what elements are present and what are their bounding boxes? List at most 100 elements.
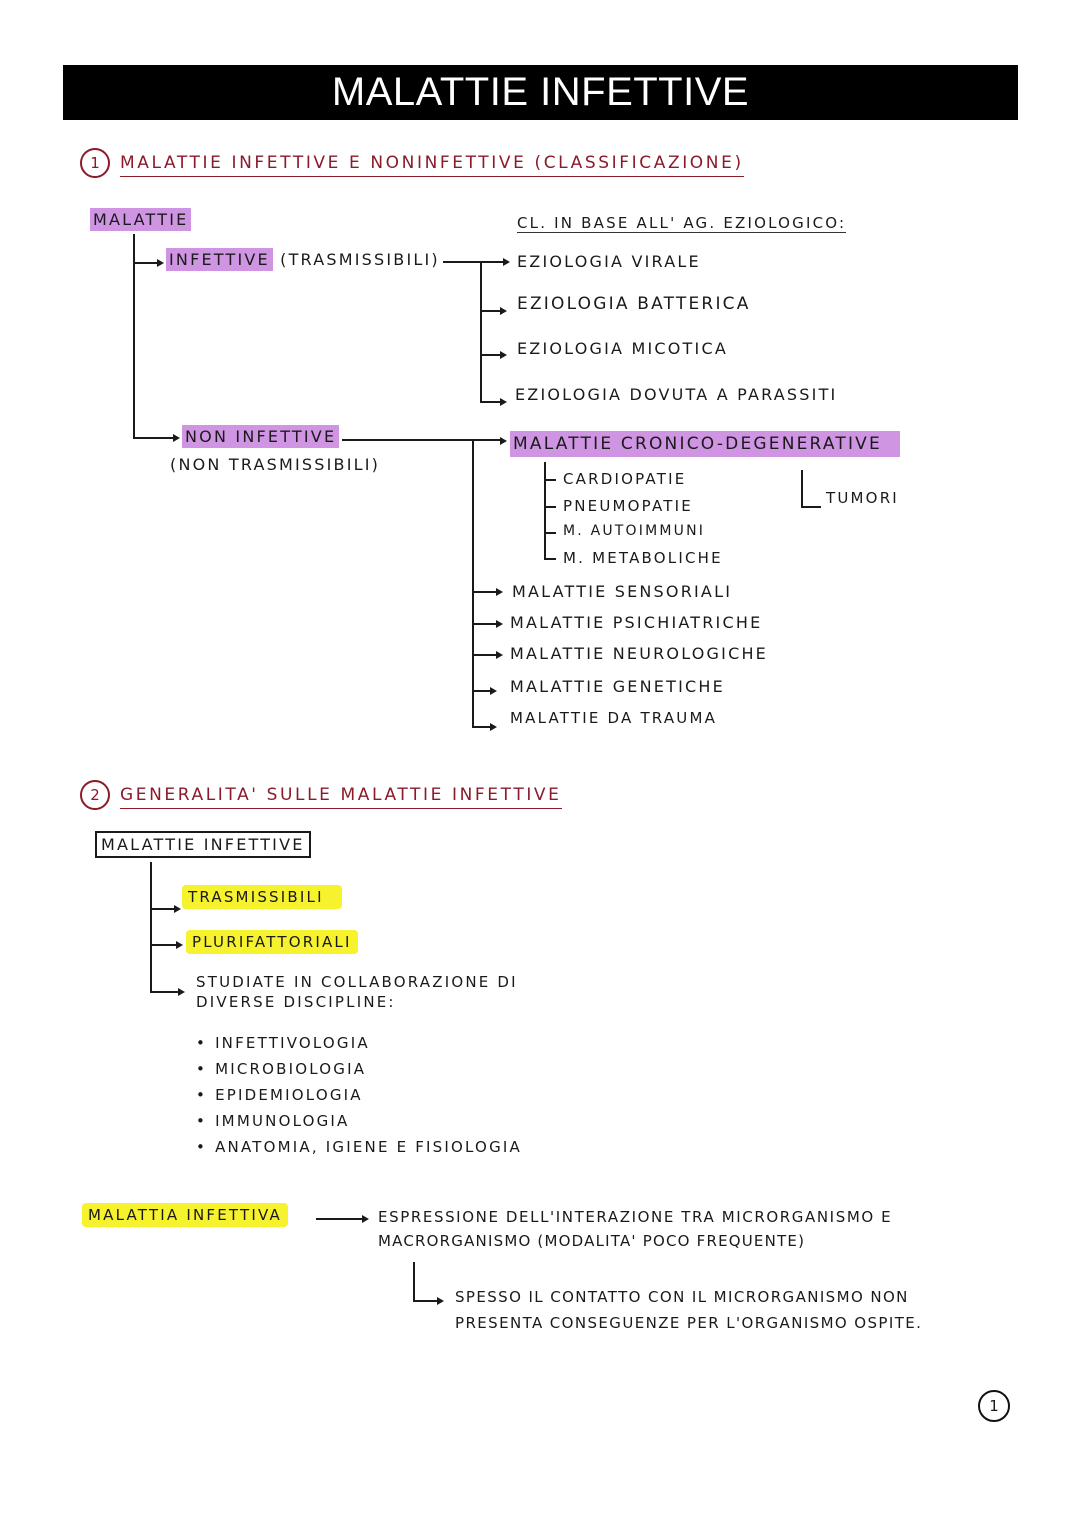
cronico-subitem: CARDIOPATIE xyxy=(563,470,687,488)
arrow-icon xyxy=(500,437,507,445)
root-label: MALATTIE xyxy=(90,208,192,231)
plurifattoriali-label: PLURIFATTORIALI xyxy=(186,930,358,954)
discipline-item: ANATOMIA, IGIENE E FISIOLOGIA xyxy=(196,1134,522,1160)
tree-connector xyxy=(544,462,546,560)
tree-connector xyxy=(150,908,174,910)
non-infettive-label: NON INFETTIVE xyxy=(182,425,340,448)
infettive-node: INFETTIVE (TRASMISSIBILI) xyxy=(166,248,440,271)
non-infettive-item: MALATTIE NEUROLOGICHE xyxy=(510,644,768,663)
arrow-icon xyxy=(496,651,503,659)
section2-heading-text: GENERALITA' SULLE MALATTIE INFETTIVE xyxy=(120,785,562,809)
root-node: MALATTIE xyxy=(90,208,192,231)
arrow-icon xyxy=(437,1297,444,1305)
page-title: MALATTIE INFETTIVE xyxy=(331,70,750,114)
cronico-subitem: PNEUMOPATIE xyxy=(563,497,693,515)
discipline-item: EPIDEMIOLOGIA xyxy=(196,1082,522,1108)
branch-trasmissibili: TRASMISSIBILI xyxy=(182,885,342,909)
non-infettive-note: (NON TRASMISSIBILI) xyxy=(170,455,381,474)
arrow-icon xyxy=(490,723,497,731)
cronico-subitem: M. AUTOIMMUNI xyxy=(563,523,706,539)
tree-connector xyxy=(472,440,474,728)
term-label: MALATTIA INFETTIVA xyxy=(82,1203,288,1227)
section1-heading-text: MALATTIE INFETTIVE E NONINFETTIVE (CLASS… xyxy=(120,153,744,177)
arrow-icon xyxy=(157,259,164,267)
tree-connector xyxy=(480,262,482,402)
definition-note-line2: PRESENTA CONSEGUENZE PER L'ORGANISMO OSP… xyxy=(455,1314,923,1332)
cronico-subitem: M. METABOLICHE xyxy=(563,549,723,567)
eziologia-item: EZIOLOGIA DOVUTA A PARASSITI xyxy=(515,385,838,404)
section2-heading: 2 GENERALITA' SULLE MALATTIE INFETTIVE xyxy=(80,780,562,810)
tree-connector xyxy=(544,479,556,481)
arrow-icon xyxy=(178,988,185,996)
page-number: 1 xyxy=(989,1397,999,1415)
tree-connector xyxy=(413,1262,415,1302)
tree-connector xyxy=(472,623,498,625)
definition-term: MALATTIA INFETTIVA xyxy=(82,1203,288,1227)
tree-connector xyxy=(544,506,556,508)
arrow-icon xyxy=(173,434,180,442)
definition-line2: MACRORGANISMO (MODALITA' POCO FREQUENTE) xyxy=(378,1232,806,1250)
non-infettive-item: MALATTIE DA TRAUMA xyxy=(510,709,718,727)
tree-connector xyxy=(342,439,500,441)
tree-connector xyxy=(133,234,135,438)
section-number-badge: 1 xyxy=(80,148,110,178)
tree-connector xyxy=(472,726,492,728)
studiate-line2: DIVERSE DISCIPLINE: xyxy=(196,993,396,1011)
tumori-item: TUMORI xyxy=(826,489,899,507)
infettive-note: (TRASMISSIBILI) xyxy=(280,250,440,269)
discipline-item: INFETTIVOLOGIA xyxy=(196,1030,522,1056)
cronico-label: MALATTIE CRONICO-DEGENERATIVE xyxy=(510,431,900,457)
studiate-line1: STUDIATE IN COLLABORAZIONE DI xyxy=(196,973,518,991)
tree-connector xyxy=(133,262,157,264)
malattie-infettive-box: MALATTIE INFETTIVE xyxy=(95,831,311,858)
tree-connector xyxy=(443,261,503,263)
arrow-icon xyxy=(176,941,183,949)
arrow-icon xyxy=(500,351,507,359)
eziologia-item: EZIOLOGIA VIRALE xyxy=(517,252,701,271)
eziologia-item: EZIOLOGIA BATTERICA xyxy=(517,294,751,314)
arrow-icon xyxy=(490,687,497,695)
non-infettive-item: MALATTIE SENSORIALI xyxy=(512,582,733,601)
arrow-icon xyxy=(496,620,503,628)
tree-connector xyxy=(472,591,498,593)
tree-connector xyxy=(480,310,500,312)
box-label: MALATTIE INFETTIVE xyxy=(95,831,311,858)
arrow-icon xyxy=(496,588,503,596)
classification-heading: CL. IN BASE ALL' AG. EZIOLOGICO: xyxy=(517,214,847,233)
infettive-label: INFETTIVE xyxy=(166,248,273,271)
tree-connector xyxy=(413,1300,437,1302)
tree-connector xyxy=(480,354,500,356)
tree-connector xyxy=(544,532,556,534)
eziologia-item: EZIOLOGIA MICOTICA xyxy=(517,339,728,358)
discipline-item: MICROBIOLOGIA xyxy=(196,1056,522,1082)
tree-connector xyxy=(316,1218,362,1220)
tree-connector xyxy=(133,437,173,439)
branch-plurifattoriali: PLURIFATTORIALI xyxy=(186,930,358,954)
definition-note-line1: SPESSO IL CONTATTO CON IL MICRORGANISMO … xyxy=(455,1288,909,1306)
tree-connector xyxy=(480,401,500,403)
arrow-icon xyxy=(500,398,507,406)
non-infettive-item: MALATTIE GENETICHE xyxy=(510,677,725,696)
arrow-icon xyxy=(500,307,507,315)
definition-line1: ESPRESSIONE DELL'INTERAZIONE TRA MICRORG… xyxy=(378,1208,893,1226)
tree-connector xyxy=(472,654,498,656)
tree-connector xyxy=(801,506,821,508)
tree-connector xyxy=(544,558,556,560)
discipline-item: IMMUNOLOGIA xyxy=(196,1108,522,1134)
trasmissibili-label: TRASMISSIBILI xyxy=(182,885,342,909)
tree-connector xyxy=(801,470,803,508)
tree-connector xyxy=(150,862,152,992)
page-title-bar: MALATTIE INFETTIVE xyxy=(63,65,1018,120)
section-number-badge: 2 xyxy=(80,780,110,810)
disciplines-list: INFETTIVOLOGIA MICROBIOLOGIA EPIDEMIOLOG… xyxy=(196,1030,522,1160)
arrow-icon xyxy=(174,905,181,913)
non-infettive-node: NON INFETTIVE xyxy=(182,425,340,448)
tree-connector xyxy=(472,690,492,692)
arrow-icon xyxy=(362,1215,369,1223)
arrow-icon xyxy=(503,258,510,266)
cronico-degenerative-node: MALATTIE CRONICO-DEGENERATIVE xyxy=(510,431,900,457)
page-number-badge: 1 xyxy=(978,1390,1010,1422)
tree-connector xyxy=(150,991,178,993)
tree-connector xyxy=(150,944,176,946)
section1-heading: 1 MALATTIE INFETTIVE E NONINFETTIVE (CLAS… xyxy=(80,148,744,178)
